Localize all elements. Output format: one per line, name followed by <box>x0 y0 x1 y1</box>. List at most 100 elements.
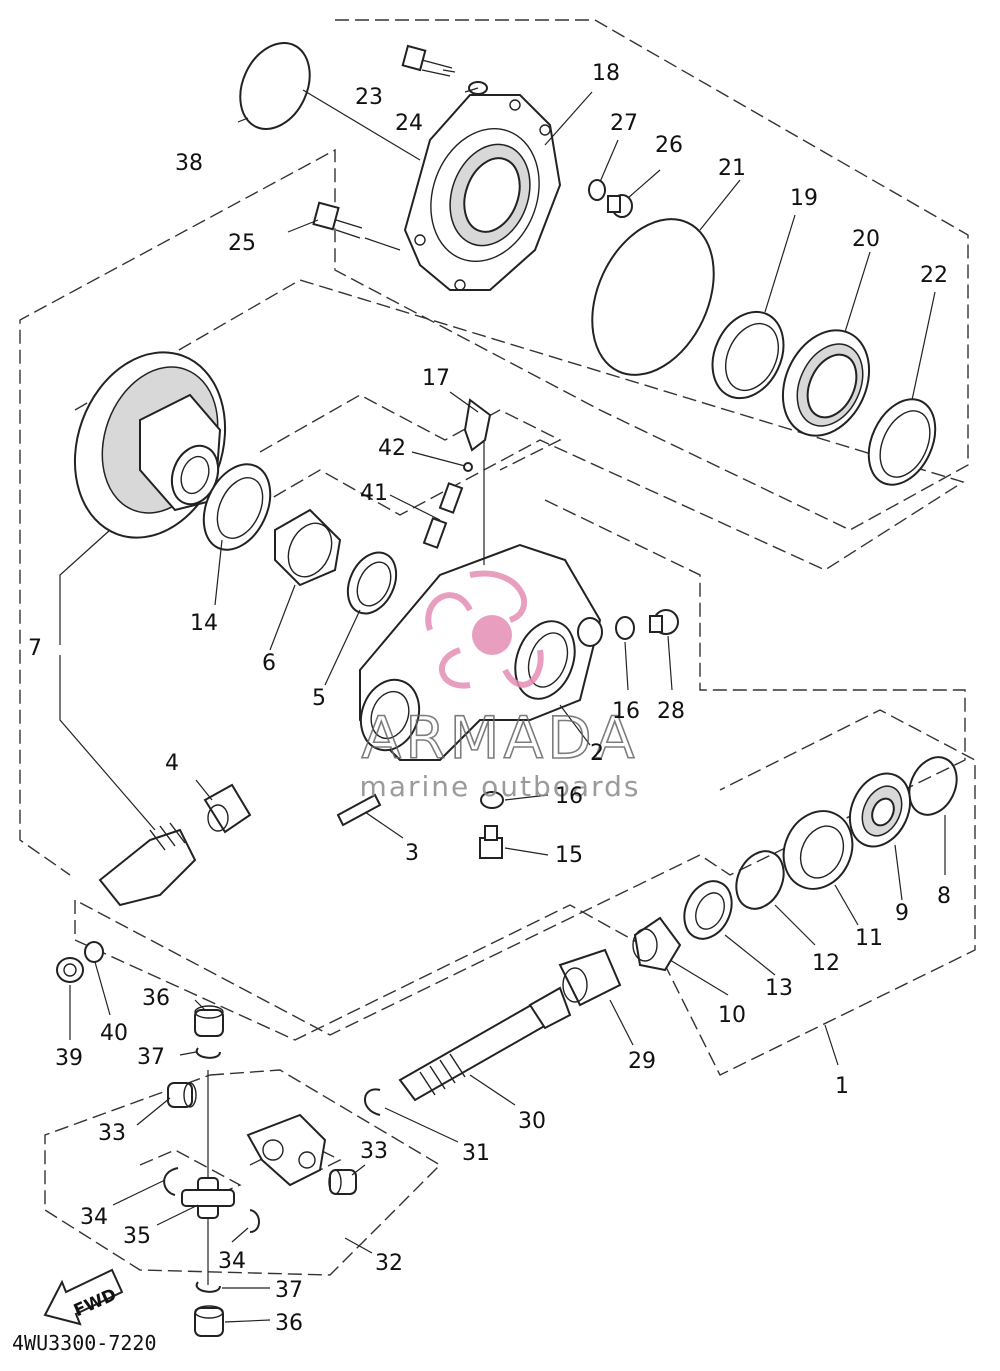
bearing-housing-18-shape <box>403 94 562 291</box>
circlip-37b-shape <box>195 1281 221 1293</box>
washer-27-shape <box>588 179 606 201</box>
vent-17-shape <box>463 398 492 452</box>
parts <box>43 42 958 1337</box>
boundary-lower-group <box>74 709 976 1076</box>
bushing-4-shape <box>203 783 252 834</box>
callout-41: 41 <box>360 481 388 506</box>
callout-33b: 33 <box>360 1139 388 1164</box>
callout-30: 30 <box>518 1109 546 1134</box>
callout-8: 8 <box>937 884 951 909</box>
boundary-housing-group <box>74 279 965 571</box>
ring-gear-7-shape <box>73 351 227 539</box>
boundary-universal-joint-group <box>44 1069 442 1276</box>
ring-5-shape <box>346 551 398 615</box>
callout-14: 14 <box>190 611 218 636</box>
callout-25: 25 <box>228 231 256 256</box>
stud-3-shape <box>336 793 382 827</box>
circlip-37a-shape <box>195 1047 221 1059</box>
callout-37b: 37 <box>275 1278 303 1303</box>
callout-37a: 37 <box>137 1045 165 1070</box>
seal-19-shape <box>711 310 785 400</box>
nut-39-shape <box>56 957 84 983</box>
bolt-23-shape <box>401 44 453 77</box>
callout-26: 26 <box>655 133 683 158</box>
plug-28-shape <box>649 609 679 635</box>
bearing-cup-36a-shape <box>194 1005 224 1037</box>
circlip-8-shape <box>908 756 958 816</box>
bushing-29-shape <box>558 948 622 1007</box>
callout-34a: 34 <box>80 1205 108 1230</box>
boundary-main-group <box>74 499 966 1036</box>
callout-29: 29 <box>628 1049 656 1074</box>
boundary-inner-housing <box>259 394 562 471</box>
callout-3: 3 <box>405 841 419 866</box>
callout-21: 21 <box>718 156 746 181</box>
circlip-31-shape <box>364 1088 381 1116</box>
bolt-25-shape <box>312 201 363 239</box>
drive-shaft-30-shape <box>398 986 572 1102</box>
bearing-6-shape <box>274 508 342 587</box>
bearing-9-shape <box>848 772 912 848</box>
shim-14-shape <box>202 463 272 551</box>
callout-38: 38 <box>175 151 203 176</box>
callout-40: 40 <box>100 1021 128 1046</box>
bolt-26-shape <box>607 194 633 218</box>
callout-7: 7 <box>28 636 42 661</box>
callout-35: 35 <box>123 1224 151 1249</box>
washer-16b-shape <box>480 791 504 809</box>
o-ring-21-shape <box>591 218 715 376</box>
callout-17: 17 <box>422 366 450 391</box>
callout-labels: 1 2 3 4 5 6 7 8 9 10 11 12 13 14 15 16 1… <box>28 61 951 1336</box>
watermark-brand: ARMADA <box>361 704 638 772</box>
callout-23: 23 <box>355 85 383 110</box>
washer-40-shape <box>84 941 104 963</box>
callout-15: 15 <box>555 843 583 868</box>
callout-20: 20 <box>852 227 880 252</box>
fwd-arrow-icon <box>43 1268 124 1326</box>
watermark: ARMADA marine outboards <box>360 570 641 803</box>
callout-34b: 34 <box>218 1249 246 1274</box>
callout-18: 18 <box>592 61 620 86</box>
diagram-code: 4WU3300-7220 <box>12 1331 157 1355</box>
callout-16a: 16 <box>612 699 640 724</box>
watermark-logo-icon <box>425 570 544 689</box>
callout-19: 19 <box>790 186 818 211</box>
ring-42-shape <box>463 462 473 472</box>
watermark-tagline: marine outboards <box>360 770 641 803</box>
plug-15-shape <box>479 825 503 859</box>
callout-4: 4 <box>165 751 179 776</box>
shim-12-shape <box>735 850 785 910</box>
callout-10: 10 <box>718 1003 746 1028</box>
housing-2-shape <box>359 543 603 761</box>
spider-35-shape <box>181 1070 235 1285</box>
callout-16b: 16 <box>555 784 583 809</box>
collar-10-shape <box>632 916 682 972</box>
callout-33a: 33 <box>98 1121 126 1146</box>
callout-13: 13 <box>765 976 793 1001</box>
callout-27: 27 <box>610 111 638 136</box>
o-ring-38-shape <box>239 42 311 130</box>
callout-36b: 36 <box>275 1311 303 1336</box>
callout-11: 11 <box>855 926 883 951</box>
callout-6: 6 <box>262 651 276 676</box>
pinion-gear-shape <box>98 822 197 907</box>
bearing-cup-36b-shape <box>194 1305 224 1337</box>
callout-42: 42 <box>378 436 406 461</box>
yoke-shape <box>246 1113 327 1187</box>
callout-9: 9 <box>895 901 909 926</box>
circlip-34b-shape <box>249 1209 260 1233</box>
washer-16a-shape <box>615 616 635 640</box>
callout-5: 5 <box>312 686 326 711</box>
callout-31: 31 <box>462 1141 490 1166</box>
seal-13-shape <box>683 880 733 940</box>
bearing-cup-33a-shape <box>167 1082 197 1108</box>
callout-32: 32 <box>375 1251 403 1276</box>
callout-39: 39 <box>55 1046 83 1071</box>
bearing-cup-33b-shape <box>328 1169 357 1195</box>
shim-22-shape <box>867 398 937 486</box>
nut-11-shape <box>782 810 854 890</box>
bearing-20-shape <box>781 329 871 437</box>
callout-28: 28 <box>657 699 685 724</box>
